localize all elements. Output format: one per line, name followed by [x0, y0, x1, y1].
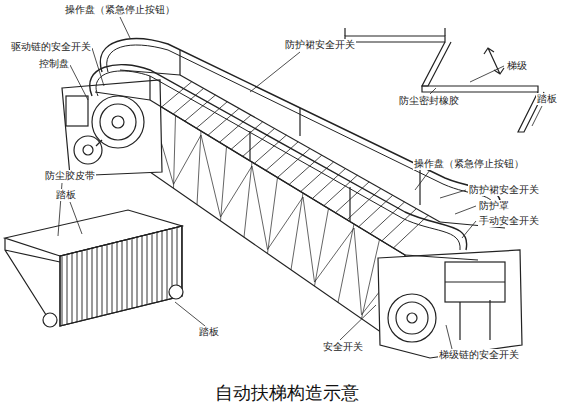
part-label: 防护裙安全开关 — [468, 184, 540, 196]
part-label: 防护罩 — [478, 200, 510, 212]
step-line — [208, 108, 239, 135]
truss-post — [197, 131, 201, 205]
step-line — [173, 88, 203, 114]
part-label: 控制盘 — [38, 58, 70, 70]
step-line — [231, 122, 263, 150]
truss-bracing — [150, 104, 405, 315]
step-line — [393, 215, 428, 248]
caption: 自动扶梯构造示意 — [215, 382, 359, 404]
part-label: 踏板 — [198, 326, 220, 338]
step-line — [370, 202, 404, 234]
truss-post — [244, 162, 252, 237]
part-label: 安全开关 — [322, 341, 364, 353]
truss-post — [315, 209, 329, 287]
part-label: 驱动链的安全开关 — [10, 41, 92, 53]
part-label: 操作盘（紧急停止按钮） — [64, 4, 176, 16]
truss-post — [338, 224, 354, 302]
part-label: 防尘密封橡胶 — [398, 95, 460, 107]
step-line — [220, 115, 251, 142]
part-label: 梯级 — [506, 60, 528, 72]
step-line — [185, 95, 216, 121]
truss-post — [221, 147, 227, 221]
part-label: 梯级链的安全开关 — [438, 349, 520, 361]
part-label: 防尘胶皮带 — [44, 170, 96, 182]
part-label: 踏板 — [55, 189, 77, 201]
part-label: 防护裙安全开关 — [284, 39, 356, 51]
truss-post — [362, 240, 380, 319]
step-line — [254, 135, 286, 163]
step-line — [382, 209, 417, 241]
step-line — [243, 128, 275, 156]
step-line — [359, 195, 393, 227]
part-label: 操作盘（紧急停止按钮） — [413, 158, 525, 170]
step-line — [196, 102, 227, 128]
part-label: 踏板 — [536, 93, 558, 105]
step-line — [335, 182, 369, 213]
truss-post — [291, 193, 303, 270]
part-label: 手动安全开关 — [478, 215, 540, 227]
step-line — [266, 142, 298, 171]
step-line — [347, 189, 381, 220]
truss-post — [174, 116, 176, 189]
